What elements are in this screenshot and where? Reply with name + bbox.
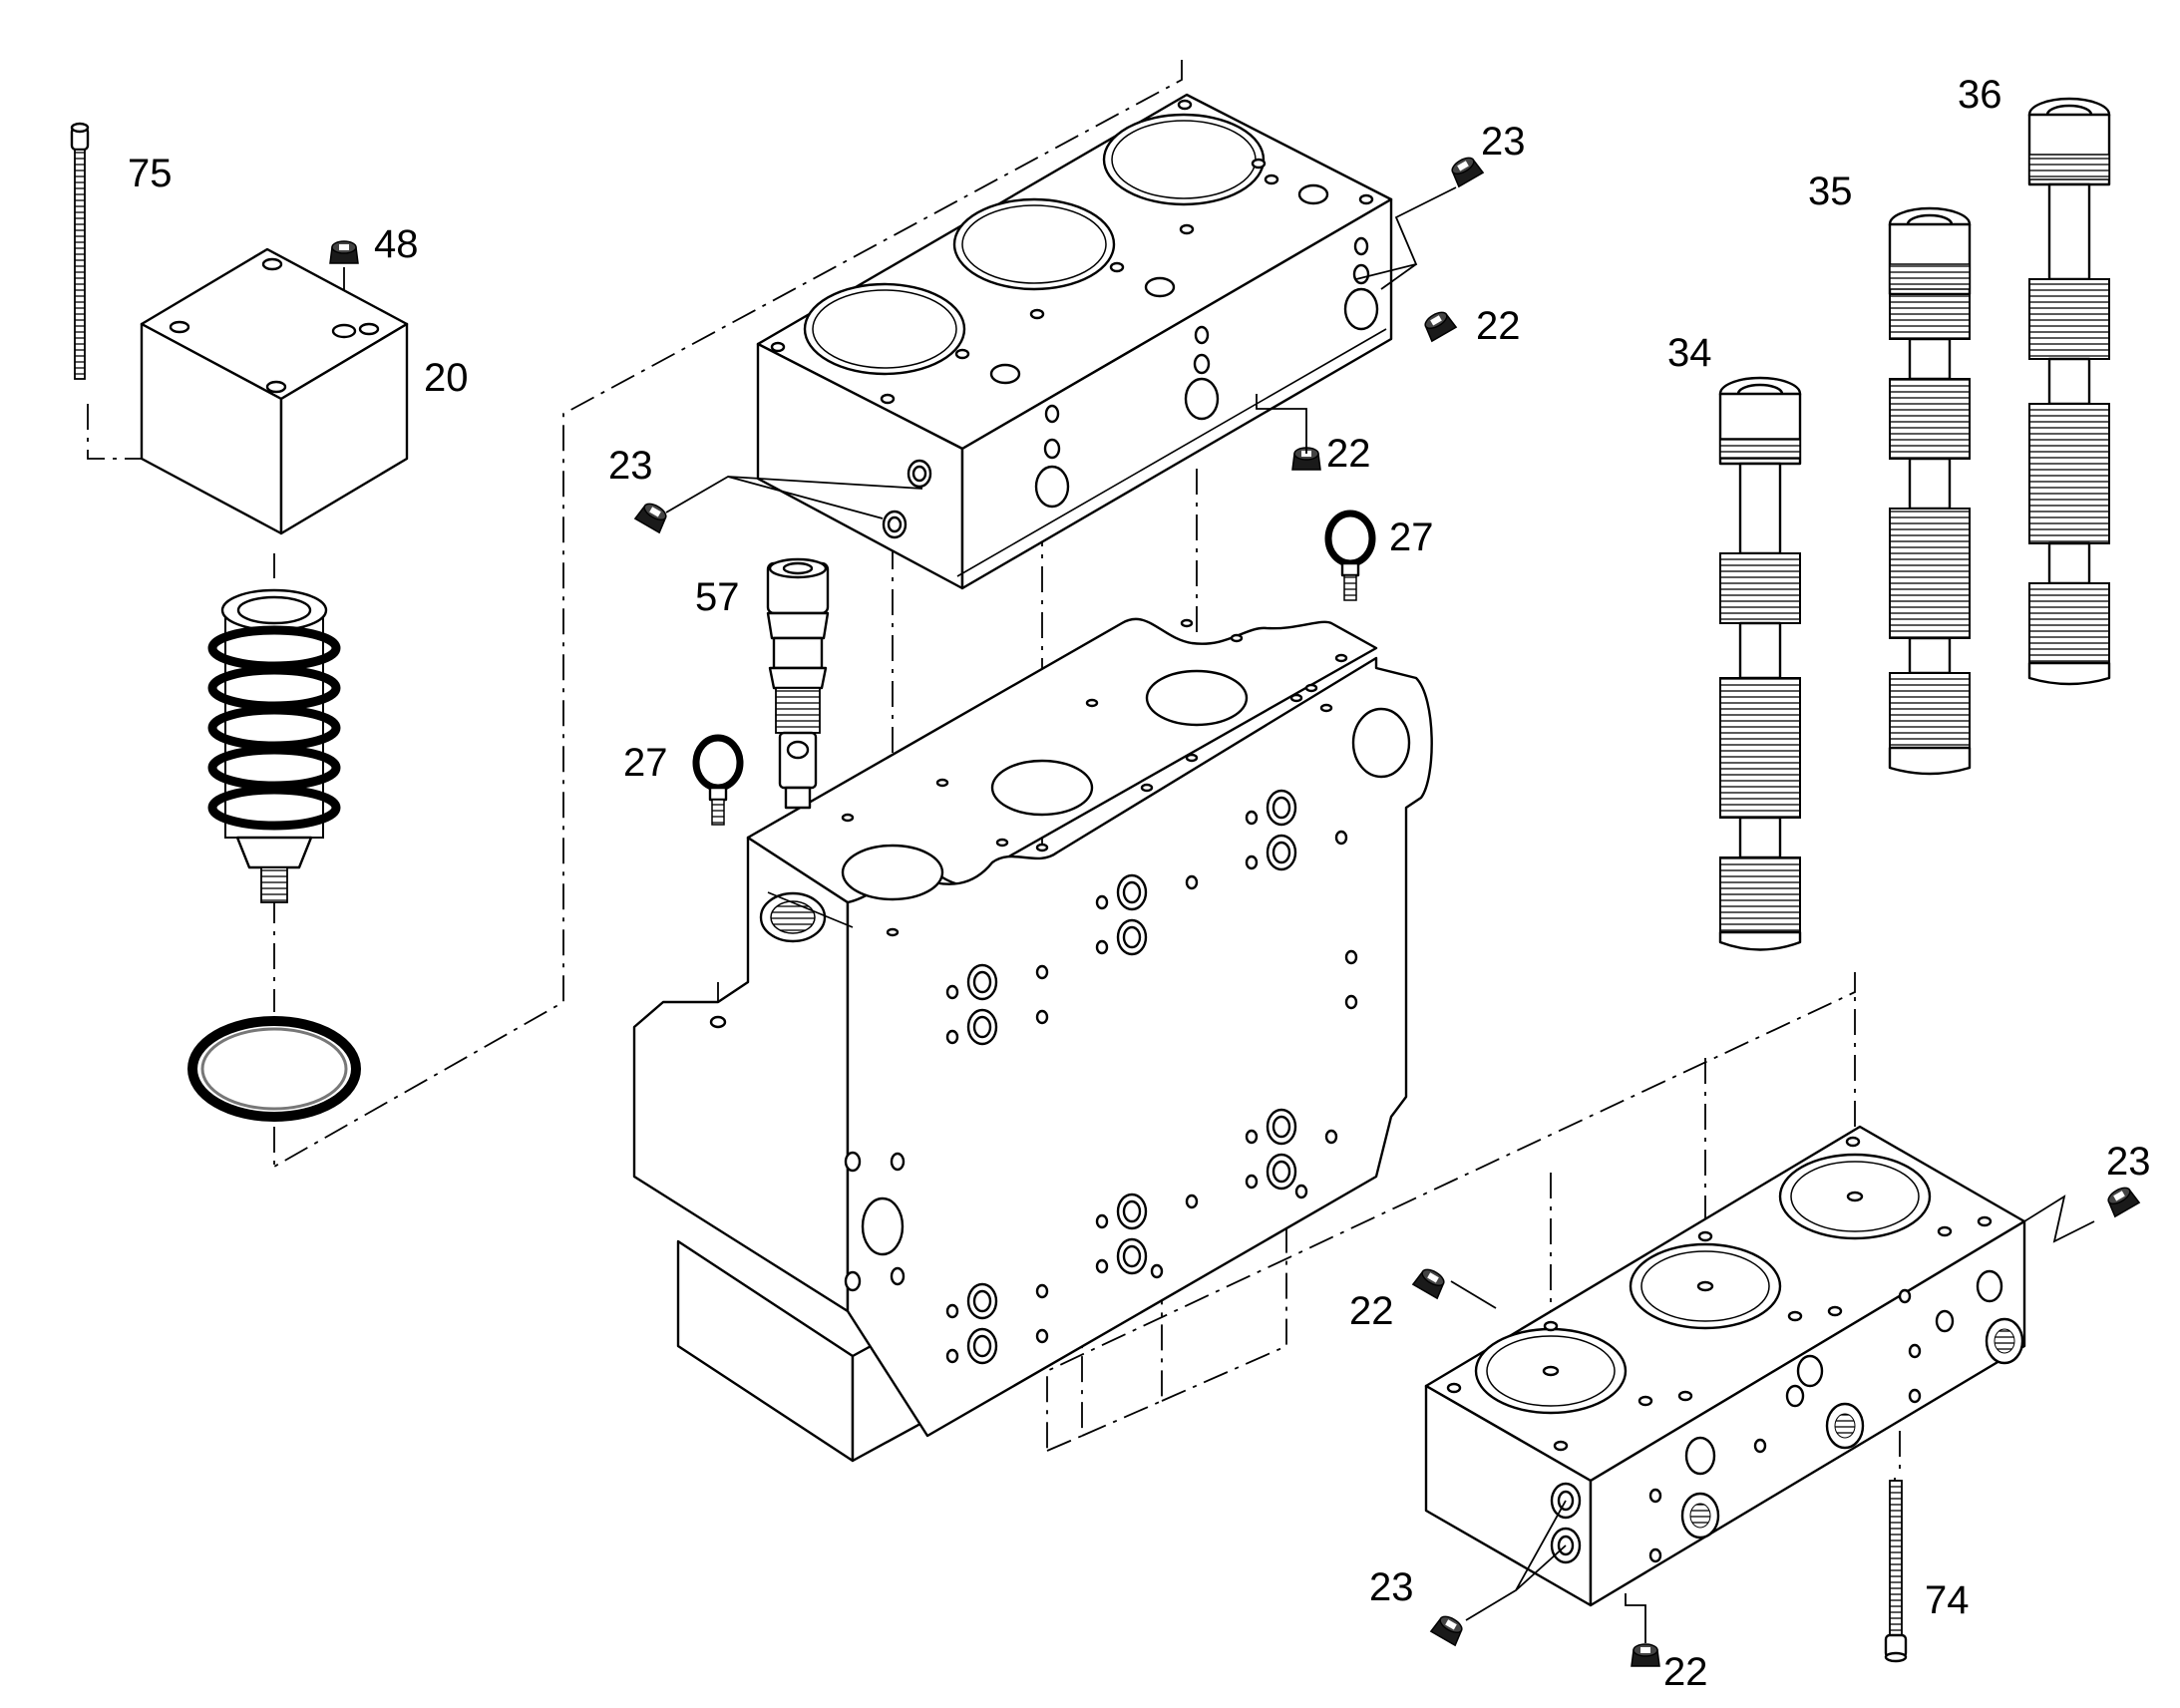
callout-23-lower-right: 23 (2106, 1140, 2151, 1184)
callout-35: 35 (1808, 170, 1853, 213)
upper-cover-block (756, 93, 1393, 590)
callout-74: 74 (1925, 1578, 1970, 1622)
callout-22-top-center: 22 (1326, 432, 1371, 476)
callout-27-left: 27 (623, 741, 668, 785)
callout-23-top-left: 23 (608, 444, 653, 488)
callout-36: 36 (1958, 73, 2002, 117)
callout-57: 57 (695, 575, 740, 619)
eye-bolt-27-right (1324, 510, 1376, 601)
o-ring (187, 1016, 361, 1122)
callout-labels: 75 48 20 23 22 23 22 57 27 27 34 35 36 2… (128, 73, 2151, 1694)
callout-20: 20 (424, 356, 469, 400)
callout-22-top-right: 22 (1476, 304, 1521, 348)
cube-block-20 (140, 247, 409, 535)
callout-48: 48 (374, 222, 419, 266)
spool-35 (1888, 206, 1972, 776)
bolt-74 (1884, 1480, 1908, 1663)
callout-34: 34 (1667, 331, 1712, 375)
spring-piston-assembly (207, 588, 341, 903)
callout-23-top-right: 23 (1481, 120, 1526, 164)
eye-bolt-27-left (692, 734, 744, 826)
lower-cover-block (1424, 1125, 2026, 1607)
leader-lines (665, 186, 2095, 1643)
spool-34 (1718, 376, 1802, 951)
main-valve-body (632, 617, 1433, 1463)
callout-27-right: 27 (1389, 515, 1434, 559)
spool-36 (2027, 97, 2111, 686)
callout-23-lower-left: 23 (1369, 1565, 1414, 1609)
bolt-75 (70, 122, 90, 380)
callout-75: 75 (128, 152, 173, 195)
callout-22-lower-bottom: 22 (1663, 1650, 1708, 1694)
callout-22-lower-left: 22 (1349, 1289, 1394, 1333)
cartridge-valve-57 (766, 557, 830, 810)
